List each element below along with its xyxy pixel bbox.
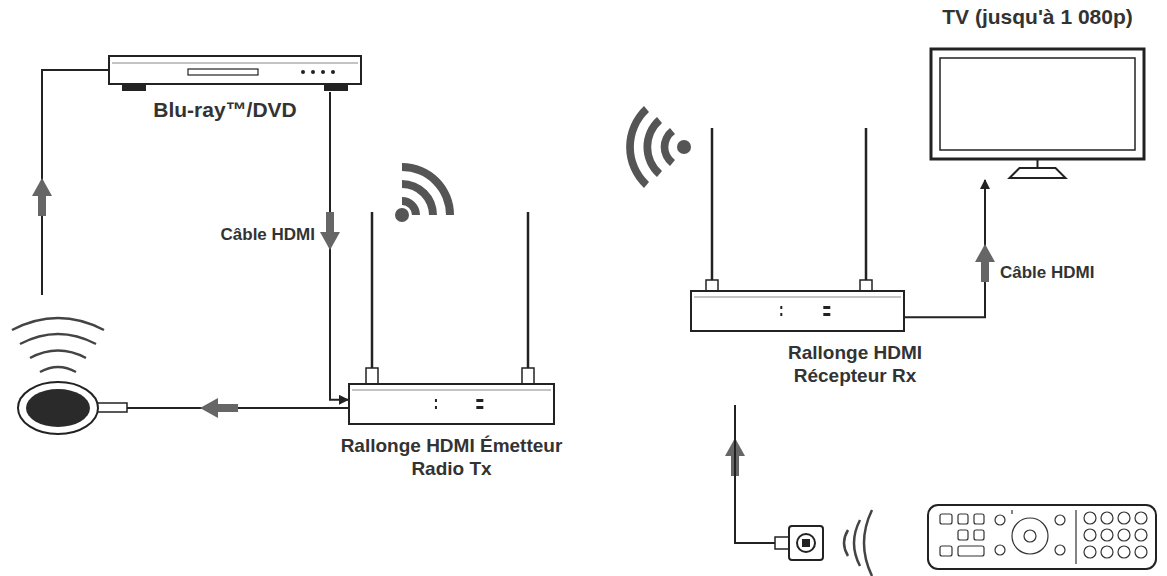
device-node: Blu-ray™/DVD <box>108 55 362 92</box>
device-label: Rallonge HDMI Récepteur Rx <box>745 342 965 388</box>
box-drawing <box>348 383 555 425</box>
device-node: Rallonge HDMI Récepteur Rx <box>690 290 905 332</box>
wifi-symbol <box>626 106 691 188</box>
cable-label: Câble HDMI <box>997 262 1097 284</box>
ir-emitter <box>12 318 127 434</box>
device-label: TV (jusqu'à 1 080p) <box>920 4 1155 29</box>
tv-drawing <box>930 48 1145 180</box>
flow-arrow <box>975 244 995 262</box>
device-node: Rallonge HDMI Émetteur Radio Tx <box>348 383 555 425</box>
hdmi-cable <box>330 92 348 400</box>
flow-arrow <box>326 212 334 232</box>
hdmi-cable <box>905 180 985 317</box>
flow-arrow <box>320 232 340 250</box>
device-label: Rallonge HDMI Émetteur Radio Tx <box>323 435 580 481</box>
ir-emitter-wire <box>42 70 348 408</box>
wifi-symbol <box>395 163 454 222</box>
flow-arrow <box>32 178 745 476</box>
flow-arrow <box>981 262 989 282</box>
remote-control <box>928 505 1156 569</box>
cable-label: Câble HDMI <box>218 224 318 246</box>
box-drawing <box>690 290 905 332</box>
ir-receiver <box>735 405 872 576</box>
device-label: Blu-ray™/DVD <box>108 97 342 122</box>
device-node: TV (jusqu'à 1 080p) <box>930 48 1145 180</box>
player-drawing <box>108 55 362 92</box>
antennas <box>372 128 866 378</box>
